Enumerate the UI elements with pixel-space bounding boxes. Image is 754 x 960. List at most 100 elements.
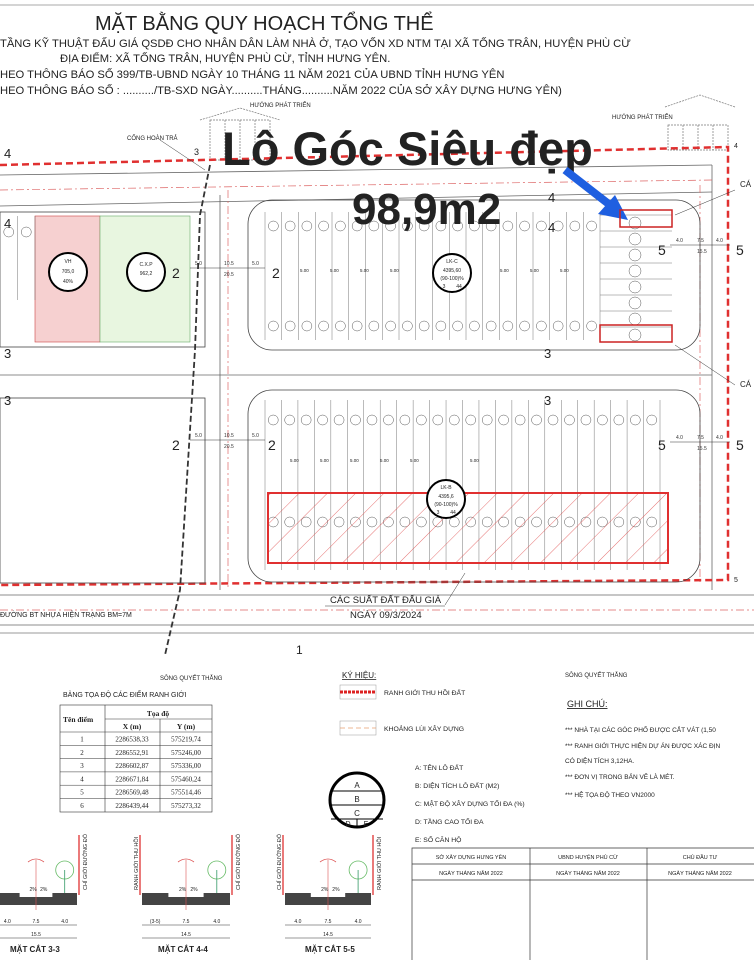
width-label: 4.0 xyxy=(213,919,220,925)
lot-width-label: 5.00 xyxy=(530,268,539,273)
lot-label-circle xyxy=(502,220,514,232)
vertical-label: CHỈ GIỚI ĐƯỜNG ĐỎ xyxy=(82,833,89,890)
lot-label-circle xyxy=(402,320,413,332)
note-line: *** ĐƠN VỊ TRONG BẢN VẼ LÀ MÉT. xyxy=(565,772,675,781)
section-mark-2: 2 xyxy=(172,265,180,281)
development-direction-arrow-right xyxy=(664,94,736,151)
lot-label-circle xyxy=(416,414,427,426)
dim-label: 4.0 xyxy=(676,435,683,441)
section-mark-5: 5 xyxy=(658,242,666,258)
block-area: 705,0 xyxy=(62,269,75,275)
lot-label-circle xyxy=(628,328,642,342)
lot-label-circle xyxy=(435,320,447,332)
section-mark-5: 5 xyxy=(658,437,666,453)
notice-line-1: HEO THÔNG BÁO SỐ 399/TB-UBND NGÀY 10 THÁ… xyxy=(0,67,504,81)
block-name: VH xyxy=(65,259,72,265)
block-floors: 3 xyxy=(443,284,446,290)
lot-label-circle xyxy=(628,264,642,278)
legend-boundary: RANH GIỚI THU HỒI ĐẤT xyxy=(384,687,465,697)
total-width-label: 14.5 xyxy=(181,932,191,938)
block-left-top xyxy=(0,211,206,348)
lot-label-circle xyxy=(351,320,363,332)
lot-label-circle xyxy=(536,220,547,232)
block-info-cxp: C.X.P 962,2 xyxy=(126,252,166,292)
lot-label-circle xyxy=(485,320,497,332)
lot-label-circle xyxy=(21,226,32,238)
lot-label-circle xyxy=(399,414,411,426)
lot-label-circle xyxy=(569,220,581,232)
point-x: 2286538,33 xyxy=(115,736,149,744)
point-y: 575219,74 xyxy=(171,736,201,744)
street-light-icon xyxy=(27,858,45,863)
lot-label-circle xyxy=(564,414,575,426)
lot-width-label: 5.00 xyxy=(290,458,299,463)
location-line: ĐỊA ĐIỂM: XÃ TỐNG TRÂN, HUYỆN PHÙ CỪ, TỈ… xyxy=(60,51,390,65)
lot-label-circle xyxy=(514,414,526,426)
point-x: 2286552,91 xyxy=(115,749,149,757)
lot-width-label: 5.00 xyxy=(410,458,419,463)
point-name: 4 xyxy=(80,775,84,783)
width-label: 4.0 xyxy=(61,919,68,925)
table-title: BẢNG TỌA ĐỘ CÁC ĐIỂM RANH GIỚI xyxy=(63,690,186,699)
width-label: 4.0 xyxy=(294,919,301,925)
legend-item: C: MẬT ĐỘ XÂY DỰNG TỐI ĐA (%) xyxy=(415,798,525,808)
lot-label-circle xyxy=(385,220,396,232)
section-mark-4: 4 xyxy=(548,220,555,235)
lot-width-label: 5.00 xyxy=(360,268,369,273)
signature-date: NGÀY THÁNG NĂM 2022 xyxy=(439,870,503,877)
lot-label-circle xyxy=(317,414,328,426)
slope-label: 2% xyxy=(29,887,37,893)
cut-label: CÁ xyxy=(740,380,752,389)
key-c: C xyxy=(354,809,360,818)
section-mark-3: 3 xyxy=(4,393,11,408)
coordinate-table: SÔNG QUYẾT THẮNG BẢNG TỌA ĐỘ CÁC ĐIỂM RA… xyxy=(59,674,223,813)
dim-label: 20.5 xyxy=(224,272,234,278)
road-profile xyxy=(0,893,77,905)
block-lk-c-outline xyxy=(247,199,701,351)
section-mark-2: 2 xyxy=(268,437,276,453)
lot-label-circle xyxy=(481,414,493,426)
lot-label-circle xyxy=(547,414,559,426)
leader-line xyxy=(159,139,206,171)
boundary-point-3: 3 xyxy=(194,147,199,157)
key-d: D xyxy=(345,821,350,828)
lot-label-circle xyxy=(519,320,530,332)
key-a: A xyxy=(354,781,360,790)
lot-width-label: 5.00 xyxy=(390,268,399,273)
legend-item: E: SỐ CĂN HỘ xyxy=(415,834,461,844)
section-mark-2: 2 xyxy=(272,265,280,281)
block-units: 44 xyxy=(456,284,462,290)
notes: SÔNG QUYẾT THẮNG GHI CHÚ: *** NHÀ TẠI CÁ… xyxy=(565,671,720,799)
lot-label-circle xyxy=(628,280,642,294)
lot-label-circle xyxy=(402,220,413,232)
lot-label-circle xyxy=(452,320,463,332)
lot-label-circle xyxy=(351,220,363,232)
dim-label: 10.5 xyxy=(224,261,234,267)
lot-label-circle xyxy=(630,414,641,426)
river-label: SÔNG QUYẾT THẮNG xyxy=(565,671,628,679)
block-floors: 3 xyxy=(437,510,440,516)
lot-label-circle xyxy=(628,296,642,310)
signature-date: NGÀY THÁNG NĂM 2022 xyxy=(668,870,732,877)
culvert-label: CỐNG HOÀN TRẢ xyxy=(127,135,178,142)
point-x: 2286439,44 xyxy=(115,802,149,810)
lot-label-circle xyxy=(469,220,480,232)
lot-label-circle xyxy=(368,220,380,232)
lot-label-circle xyxy=(268,320,279,332)
lot-label-circle xyxy=(383,414,394,426)
lot-label-circle xyxy=(284,414,295,426)
lot-width-label: 5.00 xyxy=(300,268,309,273)
corner-lot-highlight xyxy=(619,209,673,228)
lot-width-label: 5.00 xyxy=(350,458,359,463)
key-b: B xyxy=(354,795,359,804)
width-label: 7.5 xyxy=(325,919,332,925)
lot-label-circle xyxy=(301,220,313,232)
dim-label: 10.5 xyxy=(224,433,234,439)
promo-area: 98,9m2 xyxy=(352,185,501,234)
lot-label-circle xyxy=(552,220,564,232)
lot-label-circle xyxy=(580,414,592,426)
lot-label-circle xyxy=(335,220,346,232)
lot-width-label: 5.00 xyxy=(560,268,569,273)
lot-label-circle xyxy=(318,220,329,232)
point-x: 2286602,87 xyxy=(115,762,149,770)
